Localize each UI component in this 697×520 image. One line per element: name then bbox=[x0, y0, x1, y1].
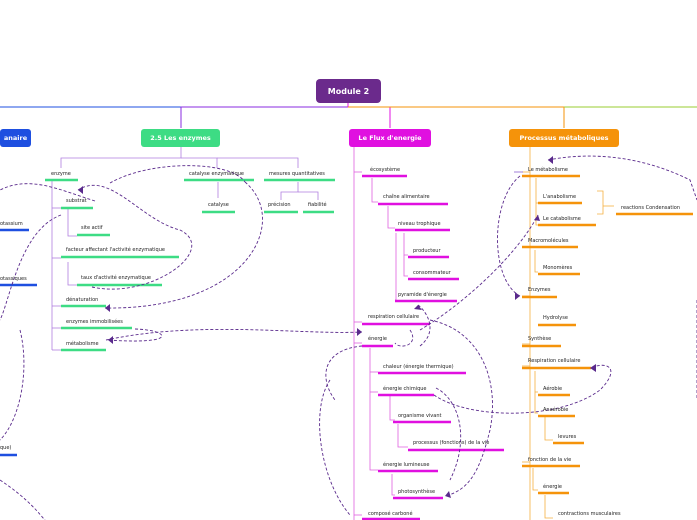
node-energie-flux[interactable]: énergie bbox=[368, 336, 387, 342]
flux-connectors bbox=[353, 147, 408, 520]
node-energie-metab[interactable]: énergie bbox=[543, 484, 562, 490]
node-contractions[interactable]: contractions musculaires bbox=[558, 511, 621, 517]
node-enzyme[interactable]: enzyme bbox=[51, 171, 71, 177]
node-macromolecules[interactable]: Macromolécules bbox=[528, 238, 569, 244]
flux-underlines bbox=[362, 174, 504, 520]
left-underlines bbox=[0, 228, 37, 457]
node-ecosysteme[interactable]: écosystème bbox=[370, 167, 401, 173]
node-anaerobie[interactable]: Anaérobie bbox=[543, 407, 569, 413]
node-reactions-condensation[interactable]: reactions Condensation bbox=[621, 205, 680, 211]
enzymes-connectors bbox=[51, 147, 319, 351]
node-energie-chimique[interactable]: énergie chimique bbox=[383, 386, 427, 392]
node-hydrolyse[interactable]: Hydrolyse bbox=[543, 315, 568, 321]
left-node-potassium[interactable]: otassium bbox=[0, 221, 23, 227]
node-mesures[interactable]: mesures quantitatives bbox=[269, 171, 325, 177]
branch-metab[interactable]: Processus métaboliques bbox=[509, 129, 619, 147]
node-chaine-alimentaire[interactable]: chaîne alimentaire bbox=[383, 194, 430, 200]
node-levures[interactable]: levures bbox=[558, 434, 577, 440]
enzymes-underlines bbox=[45, 178, 335, 352]
node-photosynthese[interactable]: photosynthèse bbox=[398, 489, 436, 495]
node-pyramide[interactable]: pyramide d'énergie bbox=[398, 292, 447, 298]
node-anabolisme[interactable]: L'anabolisme bbox=[543, 194, 577, 200]
root-connectors bbox=[0, 103, 697, 128]
node-energie-lumineuse[interactable]: énergie lumineuse bbox=[383, 462, 430, 468]
node-compose-carbone[interactable]: composé carboné bbox=[368, 511, 413, 517]
node-facteur[interactable]: facteur affectant l'activité enzymatique bbox=[66, 247, 165, 253]
branch-flux[interactable]: Le Flux d'energie bbox=[349, 129, 431, 147]
metab-connectors bbox=[522, 147, 614, 520]
node-metabolisme-enz[interactable]: métabolisme bbox=[66, 341, 99, 347]
left-node-que[interactable]: que) bbox=[0, 445, 12, 451]
node-fiabilite[interactable]: fiabilité bbox=[308, 202, 327, 208]
node-aerobie[interactable]: Aérobie bbox=[543, 386, 563, 392]
node-consommateur[interactable]: consommateur bbox=[413, 270, 451, 276]
node-taux[interactable]: taux d'activité enzymatique bbox=[81, 275, 151, 281]
node-producteur[interactable]: producteur bbox=[413, 248, 441, 254]
node-catalyse[interactable]: catalyse bbox=[208, 202, 229, 208]
node-substrat[interactable]: substrat bbox=[66, 198, 87, 204]
node-chaleur[interactable]: chaleur (énergie thermique) bbox=[383, 364, 454, 370]
node-respiration-metab[interactable]: Respiration cellulaire bbox=[528, 358, 581, 364]
node-catabolisme[interactable]: Le catabolisme bbox=[543, 216, 581, 222]
node-denaturation[interactable]: dénaturation bbox=[66, 297, 99, 303]
node-respiration-cellulaire[interactable]: respiration cellulaire bbox=[368, 314, 420, 320]
node-organisme-vivant[interactable]: organisme vivant bbox=[398, 413, 442, 419]
arrow-heads bbox=[78, 156, 596, 498]
branch-left[interactable]: anaire bbox=[0, 129, 31, 147]
relationship-links bbox=[0, 155, 697, 520]
node-processus[interactable]: processus (fonctions) de la vie bbox=[413, 440, 490, 446]
node-le-metabolisme[interactable]: Le métabolisme bbox=[528, 167, 568, 173]
node-enzymes-immobilisees[interactable]: enzymes immobilisées bbox=[66, 319, 123, 325]
root-node[interactable]: Module 2 bbox=[316, 79, 381, 103]
branch-enzymes[interactable]: 2.5 Les enzymes bbox=[141, 129, 220, 147]
left-node-potassiques[interactable]: otassiques bbox=[0, 276, 27, 282]
node-site-actif[interactable]: site actif bbox=[81, 225, 103, 231]
node-precision[interactable]: précision bbox=[268, 202, 291, 208]
node-synthese[interactable]: Synthèse bbox=[528, 336, 552, 342]
node-fonction-vie[interactable]: fonction de la vie bbox=[528, 457, 572, 463]
node-catalyse-enzymatique[interactable]: catalyse enzymatique bbox=[189, 171, 244, 177]
metab-underlines bbox=[522, 174, 693, 495]
node-monomeres[interactable]: Monomères bbox=[543, 265, 573, 271]
node-niveau-trophique[interactable]: niveau trophique bbox=[398, 221, 441, 227]
node-enzymes-metab[interactable]: Enzymes bbox=[528, 287, 551, 293]
